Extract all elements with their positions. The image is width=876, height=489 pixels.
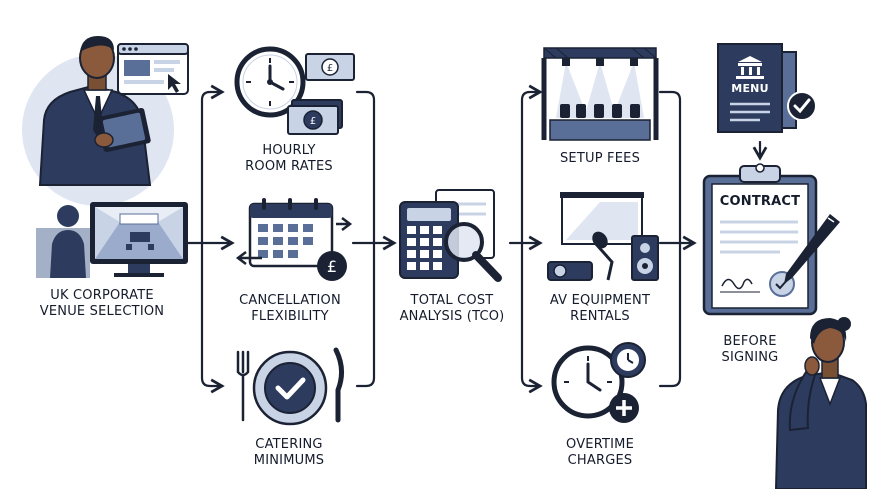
plate-cutlery-icon	[236, 347, 344, 426]
av-label: AV EQUIPMENT RENTALS	[530, 293, 670, 325]
conference-room-monitor-icon	[90, 202, 188, 277]
browser-window-icon	[117, 43, 189, 95]
hourly-label-line-2: ROOM RATES	[245, 159, 333, 174]
menu-text: MENU	[731, 82, 769, 95]
center-label-line-1: TOTAL COST	[410, 293, 494, 308]
clipboard-contract-icon	[702, 163, 818, 316]
menu-document-icon	[717, 43, 817, 133]
cancel-label-line-2: FLEXIBILITY	[251, 309, 329, 324]
center-label: TOTAL COST ANALYSIS (TCO)	[382, 293, 522, 325]
connector-branch1-to-center	[355, 90, 376, 388]
end-label: BEFORE SIGNING	[700, 334, 800, 366]
setup-label: SETUP FEES	[530, 151, 670, 167]
pen-icon	[784, 214, 840, 284]
overtime-label-line-1: OVERTIME	[565, 437, 634, 452]
connector-branch2-to-end	[658, 90, 682, 388]
svg-text:£: £	[310, 116, 316, 127]
calendar-pound-icon: £	[235, 198, 353, 281]
hourly-label: HOURLY ROOM RATES	[224, 143, 354, 175]
av-label-line-1: AV EQUIPMENT	[549, 293, 651, 308]
start-label: UK CORPORATE VENUE SELECTION	[12, 288, 192, 320]
person-silhouette-icon	[36, 205, 90, 278]
center-label-line-2: ANALYSIS (TCO)	[399, 309, 505, 324]
start-label-line-1: UK CORPORATE	[50, 288, 154, 303]
end-label-line-2: SIGNING	[721, 350, 779, 365]
overtime-label: OVERTIME CHARGES	[530, 437, 670, 469]
clock-plus-icon	[551, 342, 646, 423]
cancel-label: CANCELLATION FLEXIBILITY	[220, 293, 360, 325]
contract-title: CONTRACT	[719, 194, 801, 209]
thinking-woman-icon	[774, 317, 867, 489]
projector-speaker-icon	[547, 192, 659, 281]
svg-text:£: £	[327, 257, 337, 276]
clock-money-icon: £ £	[234, 46, 355, 135]
overtime-label-line-2: CHARGES	[567, 453, 633, 468]
av-label-line-2: RENTALS	[570, 309, 630, 324]
cancel-label-line-1: CANCELLATION	[239, 293, 341, 308]
stage-lights-icon	[541, 47, 659, 141]
catering-label: CATERING MINIMUMS	[224, 437, 354, 469]
setup-label-line-1: SETUP FEES	[559, 151, 641, 166]
hourly-label-line-1: HOURLY	[262, 143, 316, 158]
connectors	[186, 84, 768, 394]
svg-text:£: £	[327, 63, 333, 74]
end-label-line-1: BEFORE	[723, 334, 777, 349]
catering-label-line-1: CATERING	[255, 437, 323, 452]
catering-label-line-2: MINIMUMS	[253, 453, 325, 468]
start-label-line-2: VENUE SELECTION	[39, 304, 165, 319]
calculator-magnifier-icon	[399, 189, 502, 282]
